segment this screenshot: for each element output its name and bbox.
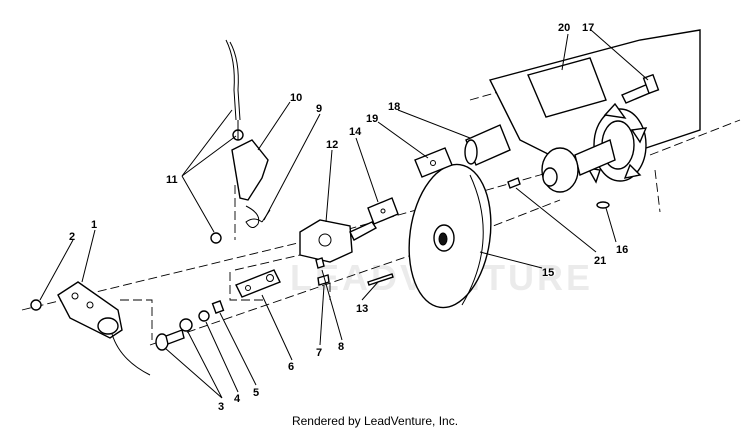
link-plate-6: [235, 269, 281, 298]
callout-6: 6: [288, 361, 294, 373]
leader-7: [319, 285, 325, 346]
callout-21: 21: [594, 255, 606, 267]
leader-2: [39, 239, 74, 301]
return-spring-9: [245, 205, 271, 228]
callout-4: 4: [234, 393, 241, 405]
mount-cable: [111, 333, 151, 376]
leader-21: [515, 187, 597, 253]
leader-15: [479, 251, 543, 269]
bolt-3-shank: [165, 329, 185, 345]
callout-11: 11: [166, 174, 178, 186]
pin-7: [317, 274, 330, 286]
leader-20: [561, 33, 569, 71]
drive-disc-rim: [461, 174, 484, 306]
callout-8: 8: [338, 341, 344, 353]
leader-13: [361, 281, 379, 301]
fan-hub-blade-2: [630, 127, 648, 144]
leader-5: [219, 312, 257, 386]
leader-18: [397, 109, 471, 139]
clutch-block: [299, 219, 353, 263]
link-plate-hole-2: [266, 274, 274, 282]
spring-8: [315, 257, 325, 269]
control-bracket: [231, 139, 269, 201]
bracket-guide-line: [120, 299, 153, 340]
lockwasher-4: [198, 310, 210, 322]
callout-13: 13: [356, 303, 368, 315]
nut-11-lower: [210, 232, 222, 244]
leader-16: [605, 207, 617, 243]
mount-bracket-boss: [97, 317, 119, 335]
callout-12: 12: [326, 139, 338, 151]
callout-19: 19: [366, 113, 378, 125]
pin-21: [507, 177, 521, 189]
leader-10: [257, 101, 291, 151]
callout-10: 10: [290, 92, 302, 104]
link-plate-hole-1: [245, 285, 251, 291]
leader-8: [321, 269, 343, 341]
leader-17: [590, 29, 649, 81]
leader-19: [377, 121, 429, 159]
nut-2: [30, 299, 42, 311]
callout-2: 2: [69, 231, 75, 243]
callout-20: 20: [558, 22, 570, 34]
frame-guide-line: [229, 254, 301, 301]
leader-3: [164, 331, 223, 399]
leader-1: [81, 229, 96, 283]
callout-3: 3: [218, 401, 224, 413]
callout-9: 9: [316, 103, 322, 115]
pin-13: [367, 273, 394, 286]
leader-12: [325, 149, 333, 223]
leader-9: [263, 113, 321, 221]
callout-17: 17: [582, 22, 594, 34]
clutch-block-bore: [318, 233, 332, 247]
leader-6: [261, 294, 293, 361]
bracket-14: [367, 197, 399, 225]
fan-hub-bore: [542, 167, 558, 187]
leader-14: [355, 137, 379, 203]
callout-15: 15: [542, 267, 554, 279]
callout-7: 7: [316, 347, 322, 359]
leader-11: [181, 109, 237, 233]
mount-bracket-hole-1: [71, 292, 79, 300]
decal-plate: [527, 57, 607, 118]
callout-16: 16: [616, 244, 628, 256]
washer-3: [179, 318, 193, 332]
fan-hub-blade-1: [603, 102, 627, 119]
footer-credit: Rendered by LeadVenture, Inc.: [291, 414, 459, 428]
leader-4: [205, 321, 239, 393]
throttle-cable: [225, 39, 241, 121]
callout-14: 14: [349, 126, 362, 138]
clutch-arm: [349, 221, 378, 241]
callout-5: 5: [253, 387, 259, 399]
screw-16: [596, 201, 610, 209]
bracket-14-hole: [380, 208, 386, 214]
spacer-18-end: [464, 139, 478, 165]
washer-19-hole: [430, 160, 436, 166]
fan-hub-blade-3: [623, 163, 642, 179]
callout-1: 1: [91, 219, 97, 231]
nut-5: [211, 300, 225, 314]
drive-disc-bore: [438, 232, 448, 246]
mount-bracket-hole-2: [86, 301, 94, 309]
washer-19: [414, 147, 453, 178]
callout-18: 18: [388, 101, 400, 113]
